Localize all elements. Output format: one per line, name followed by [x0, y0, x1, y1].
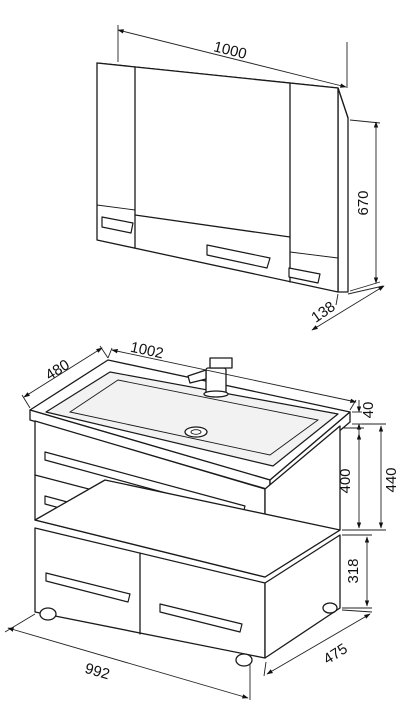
- sink-thickness-label: 40: [360, 402, 377, 419]
- bottom-width-label: 992: [83, 660, 112, 683]
- cabinet-right-handle: [288, 267, 321, 284]
- bottom-depth-label: 475: [320, 640, 350, 668]
- cabinet-left-handle: [101, 216, 134, 234]
- mirror-cabinet: [96, 62, 349, 293]
- lower-module-height-dimension: 318: [342, 534, 372, 609]
- sink-depth-label: 480: [42, 356, 72, 384]
- upper-total-height-label: 440: [383, 467, 400, 492]
- drawer-block-height-label: 400: [337, 468, 354, 493]
- cabinet-right-door-split: [289, 251, 339, 259]
- lower-left-handle: [45, 572, 131, 603]
- drawer-block-height-dimension: 400: [337, 427, 364, 531]
- sink-thickness-dimension: 40: [352, 400, 377, 436]
- bottom-width-dimension: 992: [4, 613, 251, 700]
- mirror-height-dimension: 670: [349, 119, 381, 292]
- upper-total-height-dimension: 440: [362, 423, 400, 531]
- mirror-height-label: 670: [355, 190, 372, 215]
- sink-drain: [184, 426, 208, 438]
- mirror-depth-label: 138: [308, 298, 338, 326]
- mirror-width-label: 1000: [212, 38, 248, 63]
- sink-width-dimension: 1002: [107, 339, 357, 411]
- vanity-unit: [29, 357, 351, 667]
- sink-width-label: 1002: [129, 339, 165, 363]
- lower-module-top: [34, 479, 341, 578]
- cabinet-left-door-split: [96, 204, 136, 211]
- cabinet-side-face: [337, 87, 349, 293]
- cabinet-center-handle: [206, 244, 271, 269]
- lower-module-height-label: 318: [345, 558, 362, 583]
- cabinet-shelf-line: [134, 214, 291, 238]
